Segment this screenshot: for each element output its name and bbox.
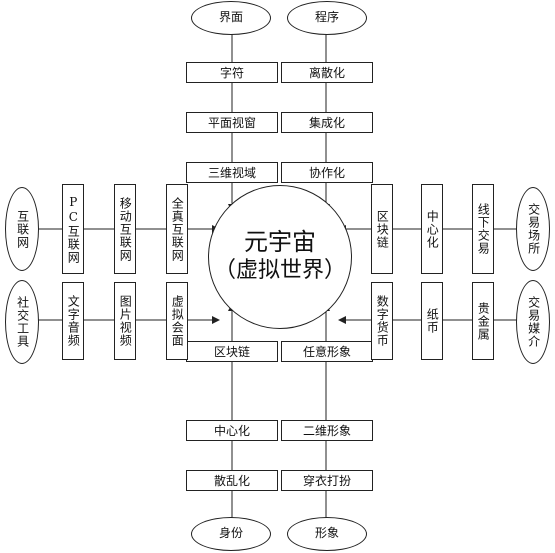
metaverse-center-circle: 元宇宙 （虚拟世界） xyxy=(208,185,352,329)
left-upper-box-2: 移动互联网 xyxy=(114,184,136,274)
left-upper-box-1: PC互联网 xyxy=(62,184,84,274)
right-upper-box-1: 区块链 xyxy=(371,184,393,274)
top-right-box-2: 集成化 xyxy=(281,112,373,133)
right-upper-oval: 交易场所 xyxy=(516,187,550,271)
right-upper-box-3: 线下交易 xyxy=(472,184,494,274)
left-upper-oval: 互联网 xyxy=(5,187,39,271)
right-lower-box-3: 贵金属 xyxy=(472,282,494,360)
right-upper-box-2: 中心化 xyxy=(421,184,443,274)
left-lower-box-1: 文字音频 xyxy=(62,282,84,360)
bottom-left-box-2: 中心化 xyxy=(186,420,278,441)
right-lower-box-2: 纸币 xyxy=(421,282,443,360)
bottom-left-box-3: 散乱化 xyxy=(186,470,278,491)
bottom-left-box-1: 区块链 xyxy=(186,341,278,362)
top-left-box-3: 三维视域 xyxy=(186,162,278,183)
bottom-right-oval: 形象 xyxy=(287,517,367,551)
bottom-left-oval: 身份 xyxy=(191,517,271,551)
right-lower-oval: 交易媒介 xyxy=(516,280,550,364)
bottom-right-box-1: 任意形象 xyxy=(281,341,373,362)
top-right-oval: 程序 xyxy=(287,1,367,35)
top-left-box-2: 平面视窗 xyxy=(186,112,278,133)
left-lower-box-2: 图片视频 xyxy=(114,282,136,360)
left-lower-box-3: 虚拟会面 xyxy=(166,282,188,360)
left-upper-box-3: 全真互联网 xyxy=(166,184,188,274)
right-lower-box-1: 数字货币 xyxy=(371,282,393,360)
left-lower-oval: 社交工具 xyxy=(5,280,39,364)
bottom-right-box-3: 穿衣打扮 xyxy=(281,470,373,491)
center-subtitle: （虚拟世界） xyxy=(213,258,346,284)
center-title: 元宇宙 xyxy=(244,228,316,257)
bottom-right-box-2: 二维形象 xyxy=(281,420,373,441)
top-right-box-1: 离散化 xyxy=(281,62,373,83)
top-left-oval: 界面 xyxy=(191,1,271,35)
top-right-box-3: 协作化 xyxy=(281,162,373,183)
top-left-box-1: 字符 xyxy=(186,62,278,83)
